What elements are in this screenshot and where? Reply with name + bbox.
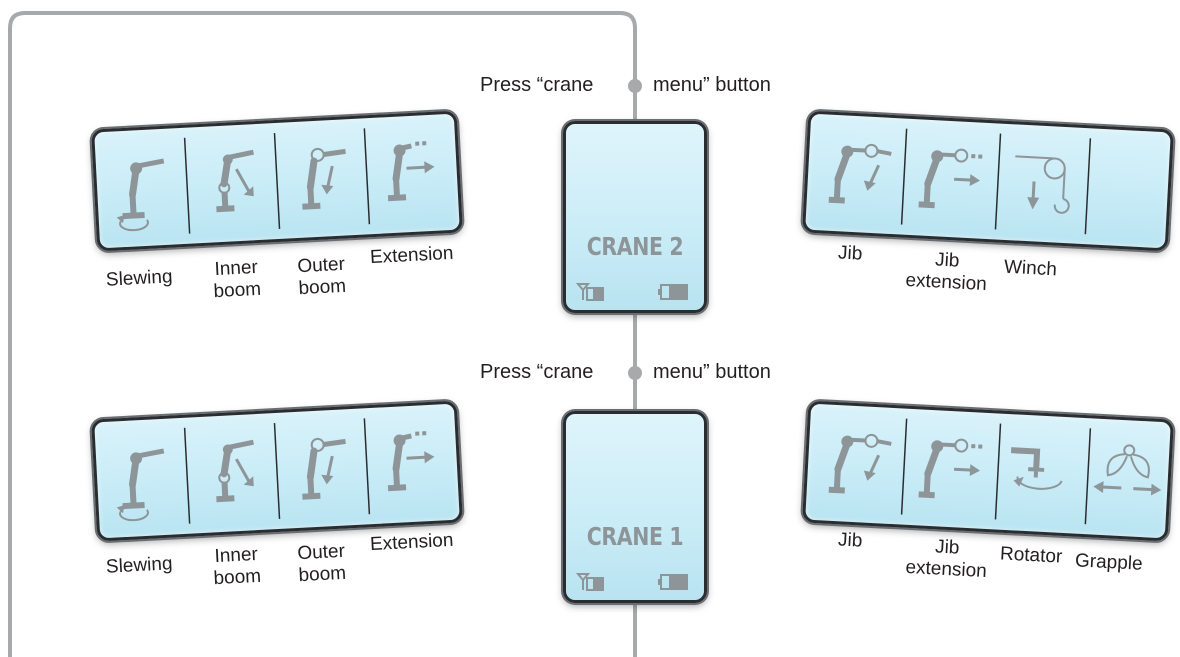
jib-icon: [829, 433, 892, 496]
press-text-left: Press “crane: [480, 361, 594, 383]
function-label-extension: Extension: [369, 242, 454, 269]
function-label-slewing: Slewing: [105, 266, 174, 291]
crane-menu-button-dot: [628, 79, 642, 93]
crane1-function-panel-left: [91, 400, 463, 542]
crane-number-label: CRANE 1: [586, 522, 684, 551]
press-instruction: menu” button: [653, 74, 771, 96]
slewing-icon: [114, 451, 167, 521]
slewing-icon: [114, 161, 167, 231]
jib-icon: [829, 143, 892, 206]
antenna-signal-icon: [577, 283, 604, 301]
function-label-extension: Extension: [369, 529, 454, 556]
function-label-winch: Winch: [1003, 256, 1058, 281]
extension-icon: [385, 141, 436, 201]
press-instruction: Press “crane: [480, 361, 593, 383]
extension-icon: [385, 431, 436, 491]
battery-icon: [657, 574, 688, 590]
outer-boom-icon: [299, 147, 348, 209]
function-label-slewing: Slewing: [105, 553, 174, 578]
rotator-icon: [1009, 450, 1063, 490]
grapple-icon: [1091, 442, 1165, 498]
press-text-left: Press “crane: [480, 74, 594, 96]
function-label-rotator: Rotator: [999, 543, 1063, 568]
crane1-function-panel-right: [802, 400, 1174, 542]
battery-icon: [657, 284, 688, 300]
crane-menu-button-dot: [628, 366, 642, 380]
jib-extension-icon: [919, 437, 983, 500]
jib-extension-icon: [919, 147, 983, 210]
inner-boom-icon: [214, 152, 257, 212]
function-label-jib: Jib: [837, 242, 863, 265]
press-instruction: menu” button: [653, 361, 771, 383]
function-label-grapple: Grapple: [1074, 550, 1144, 575]
winch-icon: [1011, 154, 1073, 215]
crane2-function-panel-left: [91, 110, 463, 252]
crane-number-label: CRANE 2: [586, 232, 684, 261]
press-text-right: menu” button: [653, 74, 771, 96]
antenna-signal-icon: [577, 573, 604, 591]
press-instruction: Press “crane: [480, 74, 593, 96]
press-text-right: menu” button: [653, 361, 771, 383]
crane1-display: CRANE 1: [563, 411, 707, 603]
inner-boom-icon: [214, 442, 257, 502]
crane2-display: CRANE 2: [563, 121, 707, 313]
function-label-jib: Jib: [837, 529, 863, 552]
crane2-function-panel-right: [802, 110, 1174, 252]
outer-boom-icon: [299, 437, 348, 499]
